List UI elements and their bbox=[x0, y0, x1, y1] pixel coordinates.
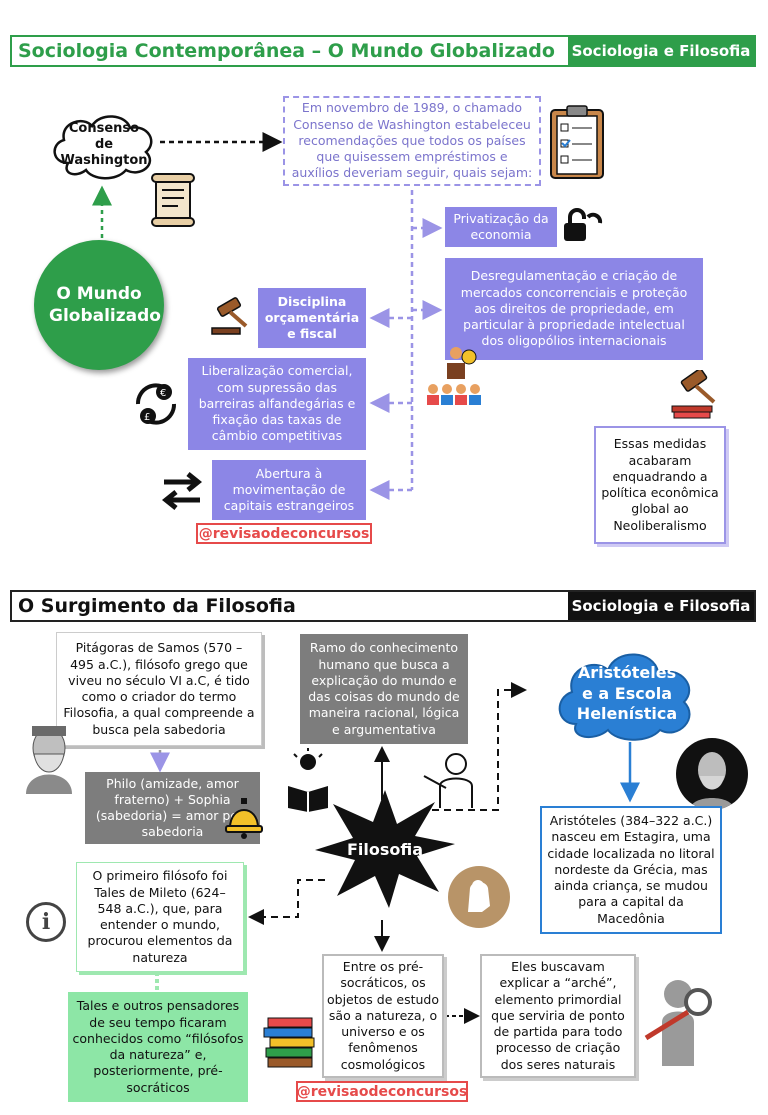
filosofia-text: Filosofia bbox=[346, 839, 424, 859]
section1-tag: Sociologia e Filosofia bbox=[568, 37, 754, 65]
intro-box: Em novembro de 1989, o chamado Consenso … bbox=[283, 96, 541, 186]
neoliberalismo-text: Essas medidas acabaram enquadrando a pol… bbox=[601, 436, 719, 533]
teacher-icon bbox=[420, 748, 482, 810]
privatizacao-text: Privatização da economia bbox=[453, 210, 549, 242]
section1-header: Sociologia Contemporânea – O Mundo Globa… bbox=[10, 35, 756, 67]
aristoteles-cloud: Aristóteles e a Escola Helenística bbox=[552, 644, 702, 744]
aristoteles-text: Aristóteles (384–322 a.C.) nasceu em Est… bbox=[547, 813, 715, 926]
pitagoras-box: Pitágoras de Samos (570 – 495 a.C.), fil… bbox=[56, 632, 262, 746]
info-icon: i bbox=[26, 902, 66, 942]
tales-outros-box: Tales e outros pensadores de seu tempo f… bbox=[68, 992, 248, 1102]
scroll-icon bbox=[148, 172, 198, 230]
bell-icon bbox=[222, 790, 266, 840]
presocraticos-box: Entre os pré-socráticos, os objetos de e… bbox=[322, 954, 444, 1078]
philo-text: Philo (amizade, amor fraterno) + Sophia … bbox=[95, 775, 250, 840]
magnifier-person-icon bbox=[642, 972, 718, 1068]
gavel-book-icon bbox=[668, 368, 728, 422]
section2-title: O Surgimento da Filosofia bbox=[18, 595, 296, 617]
cloud-text: Consenso de Washington bbox=[60, 120, 148, 169]
ramo-text: Ramo do conhecimento humano que busca a … bbox=[308, 640, 460, 737]
exchange-arrows-icon bbox=[160, 468, 204, 512]
presocraticos-text: Entre os pré-socráticos, os objetos de e… bbox=[327, 959, 439, 1072]
arche-box: Eles buscavam explicar a “arché”, elemen… bbox=[480, 954, 636, 1078]
clipboard-icon bbox=[547, 102, 607, 182]
disciplina-text: Disciplina orçamentária e fiscal bbox=[264, 293, 360, 342]
arche-text: Eles buscavam explicar a “arché”, elemen… bbox=[491, 959, 625, 1072]
privatizacao-box: Privatização da economia bbox=[445, 207, 557, 247]
audience-icon bbox=[425, 345, 487, 407]
books-icon bbox=[262, 1014, 318, 1074]
currency-exchange-icon: € £ bbox=[128, 378, 184, 430]
tales-outros-text: Tales e outros pensadores de seu tempo f… bbox=[72, 998, 244, 1095]
lock-icon bbox=[560, 205, 604, 245]
aristoteles-box: Aristóteles (384–322 a.C.) nasceu em Est… bbox=[540, 806, 722, 934]
gavel-icon bbox=[208, 296, 256, 338]
tales-box: O primeiro filósofo foi Tales de Mileto … bbox=[76, 862, 244, 972]
filosofia-burst: Filosofia bbox=[315, 790, 455, 908]
abertura-box: Abertura à movimentação de capitais estr… bbox=[212, 460, 366, 520]
tales-text: O primeiro filósofo foi Tales de Mileto … bbox=[87, 868, 233, 965]
aristoteles-cloud-text: Aristóteles e a Escola Helenística bbox=[576, 662, 678, 724]
svg-text:€: € bbox=[160, 388, 166, 399]
svg-text:£: £ bbox=[144, 412, 150, 423]
section1-title: Sociologia Contemporânea – O Mundo Globa… bbox=[18, 40, 555, 62]
neoliberalismo-box: Essas medidas acabaram enquadrando a pol… bbox=[594, 426, 726, 544]
blue-cloud-shape bbox=[558, 653, 691, 741]
intro-text: Em novembro de 1989, o chamado Consenso … bbox=[291, 100, 533, 181]
aristotle-bust-icon bbox=[676, 738, 748, 810]
cloud-shape bbox=[53, 115, 153, 180]
consenso-cloud: Consenso de Washington bbox=[48, 108, 160, 182]
liberalizacao-text: Liberalização comercial, com supressão d… bbox=[198, 363, 356, 444]
disciplina-box: Disciplina orçamentária e fiscal bbox=[258, 288, 366, 348]
burst-shape bbox=[315, 790, 455, 908]
circle-text: O Mundo Globalizado bbox=[49, 283, 161, 326]
liberalizacao-box: Liberalização comercial, com supressão d… bbox=[188, 358, 366, 450]
idea-book-icon bbox=[284, 748, 332, 812]
thinker-hand-icon bbox=[448, 866, 510, 928]
handle-top: @revisaodeconcursos bbox=[196, 523, 372, 544]
pythagoras-bust-icon bbox=[18, 718, 80, 796]
desregulamentacao-box: Desregulamentação e criação de mercados … bbox=[445, 258, 703, 360]
handle-bottom: @revisaodeconcursos bbox=[296, 1081, 468, 1102]
abertura-text: Abertura à movimentação de capitais estr… bbox=[223, 465, 355, 514]
desregulamentacao-text: Desregulamentação e criação de mercados … bbox=[460, 268, 688, 349]
pitagoras-text: Pitágoras de Samos (570 – 495 a.C.), fil… bbox=[63, 640, 255, 737]
ramo-box: Ramo do conhecimento humano que busca a … bbox=[300, 634, 468, 744]
section2-header: O Surgimento da Filosofia Sociologia e F… bbox=[10, 590, 756, 622]
section2-tag: Sociologia e Filosofia bbox=[568, 592, 754, 620]
mundo-globalizado-circle: O Mundo Globalizado bbox=[34, 240, 164, 370]
